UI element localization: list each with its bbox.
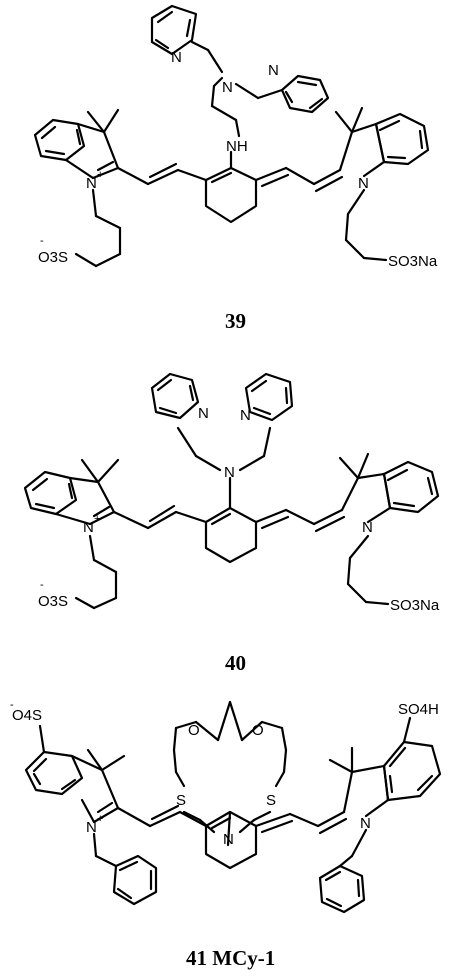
- right-benzyl: [338, 828, 368, 868]
- compound-40: N N N N + N O3S - SO3Na 40: [23, 372, 440, 675]
- left-sulfonate-chain: [74, 534, 118, 610]
- crown-s-right-label: S: [266, 792, 276, 809]
- left-vinyl-bridge: [116, 804, 208, 828]
- left-benzene-ring: [33, 118, 86, 162]
- left-sulfonate-label: O3S: [38, 249, 68, 266]
- right-benzene-ring: [374, 112, 430, 166]
- left-benzene-ring: [23, 470, 78, 516]
- crown-s-left-label: S: [176, 792, 186, 809]
- compound-41: O O S S N N + N O4S - SO4H 41 MCy-1: [10, 699, 442, 970]
- amine-linker-chain: [190, 40, 284, 138]
- left-indolium-n-label: N: [86, 175, 97, 192]
- left-indolium-charge: +: [97, 813, 103, 825]
- compound-39: NH N N N N + N O3S - SO3Na 39: [33, 4, 438, 333]
- right-indoline-ring: [334, 106, 386, 178]
- right-vinyl-bridge: [254, 508, 346, 533]
- crown-ring: [172, 700, 288, 834]
- right-indoline-ring: [338, 452, 392, 524]
- left-sulfonate-chain: [74, 188, 122, 268]
- right-indoline-n-label: N: [360, 815, 371, 832]
- left-vinyl-bridge: [112, 504, 208, 530]
- left-benzyl: [92, 832, 118, 868]
- right-benzyl-ring: [318, 864, 366, 914]
- central-cyclohexene-ring: [204, 810, 258, 870]
- right-vinyl-bridge: [254, 166, 344, 193]
- right-indoline-n-label: N: [362, 519, 373, 536]
- pyridine-1-n-label: N: [171, 49, 182, 66]
- left-sulfonate-label: O3S: [38, 593, 68, 610]
- right-indoline-ring: [328, 746, 390, 818]
- amine-n-label: N: [222, 79, 233, 96]
- pyridine-ring-2: [244, 372, 294, 422]
- compound-41-label: 41 MCy-1: [186, 946, 275, 970]
- pyridine-2-n-label: N: [240, 407, 251, 424]
- dipicolyl-arms: [176, 426, 272, 472]
- left-indoline-ring: [64, 108, 120, 180]
- left-indoline-ring: [54, 458, 120, 526]
- central-cyclohexene-ring: [204, 476, 258, 564]
- compound-40-label: 40: [225, 651, 246, 675]
- right-sulfonate-label: SO3Na: [388, 253, 438, 270]
- left-sulfonate-charge: -: [10, 699, 14, 711]
- compound-39-label: 39: [225, 309, 246, 333]
- left-sulfonate-label: O4S: [12, 707, 42, 724]
- right-sulfonate-label: SO3Na: [390, 597, 440, 614]
- left-benzene-ring: [24, 724, 84, 796]
- right-vinyl-bridge: [254, 810, 348, 835]
- right-benzene-ring: [382, 460, 440, 514]
- crown-o-left-label: O: [188, 722, 200, 739]
- pyridine-ring-2: [280, 74, 330, 114]
- left-indolium-n-label: N: [83, 519, 94, 536]
- left-indolium-charge: +: [97, 169, 103, 181]
- left-indolium-charge: +: [94, 513, 100, 525]
- left-sulfonate-charge: -: [40, 579, 44, 591]
- left-vinyl-bridge: [116, 162, 208, 186]
- pyridine-2-n-label: N: [268, 62, 279, 79]
- crown-n-label: N: [223, 831, 234, 848]
- nh-label: NH: [226, 138, 248, 155]
- right-benzene-ring: [382, 716, 442, 802]
- pyridine-1-n-label: N: [198, 405, 209, 422]
- pyridine-ring-1: [150, 372, 200, 420]
- crown-o-right-label: O: [252, 722, 264, 739]
- pyridine-ring-1: [150, 4, 198, 56]
- left-indolium-n-label: N: [86, 819, 97, 836]
- right-sulfonate-chain: [344, 188, 388, 262]
- left-benzyl-ring: [112, 854, 158, 906]
- right-sulfonate-chain: [346, 534, 390, 606]
- left-indoline-ring: [70, 748, 126, 824]
- amine-n-label: N: [224, 464, 235, 481]
- right-sulfonate-label: SO4H: [398, 701, 439, 718]
- central-cyclohexene-ring: [204, 150, 258, 224]
- right-indoline-n-label: N: [358, 175, 369, 192]
- left-sulfonate-charge: -: [40, 235, 44, 247]
